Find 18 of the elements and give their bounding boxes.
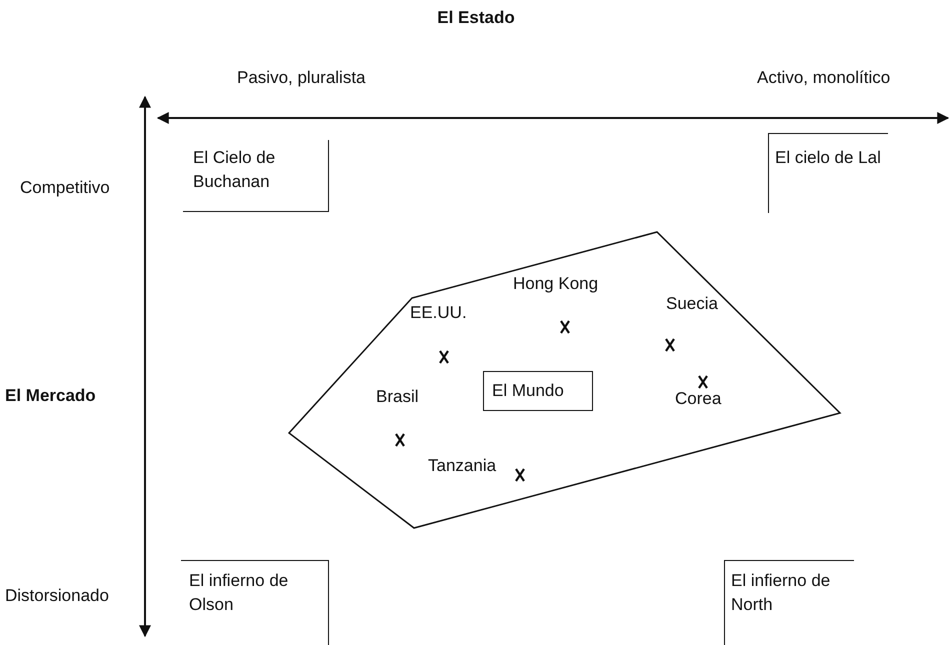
label-box: El Mundo	[483, 371, 593, 411]
region-polygon	[288, 231, 842, 530]
quadrant-label-box: El Cielo de Buchanan	[183, 140, 329, 212]
country-label: Corea	[675, 389, 722, 409]
axis-end-label: Competitivo	[20, 178, 110, 198]
quadrant-label-box: El infierno de Olson	[181, 560, 329, 645]
axis-end-label: Pasivo, pluralista	[237, 68, 366, 88]
country-label: Brasil	[376, 387, 419, 407]
axis-title: El Mercado	[5, 386, 96, 406]
country-label: Tanzania	[428, 456, 496, 476]
country-label: EE.UU.	[410, 303, 467, 323]
quadrant-label-box: El infierno de North	[724, 560, 854, 645]
axis-end-label: Activo, monolítico	[757, 68, 890, 88]
axis-end-label: Distorsionado	[5, 586, 109, 606]
axis-title: El Estado	[437, 8, 515, 28]
country-label: Suecia	[666, 294, 718, 314]
country-label: Hong Kong	[513, 274, 598, 294]
quadrant-label-box: El cielo de Lal	[768, 133, 888, 213]
